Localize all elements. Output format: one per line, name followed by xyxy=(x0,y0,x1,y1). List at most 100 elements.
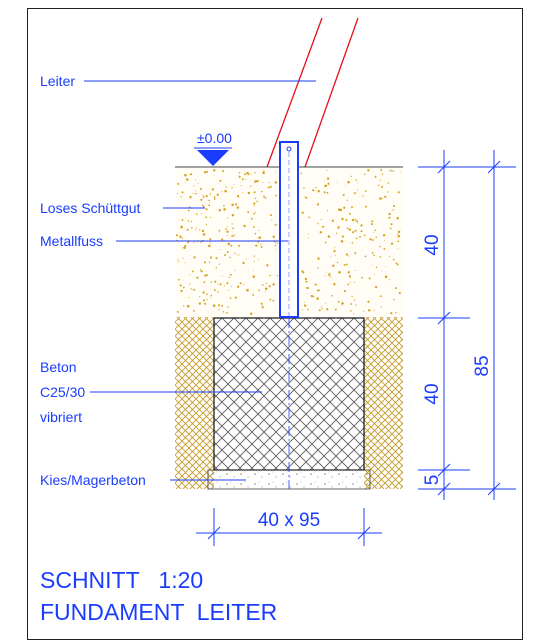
soil-speckle xyxy=(381,270,383,272)
soil-speckle xyxy=(218,309,220,311)
soil-speckle xyxy=(390,223,393,226)
soil-speckle xyxy=(392,205,395,208)
soil-speckle xyxy=(187,241,190,244)
soil-speckle xyxy=(237,255,239,257)
soil-speckle xyxy=(381,197,383,199)
soil-speckle xyxy=(181,191,184,194)
soil-speckle xyxy=(196,276,199,279)
soil-speckle xyxy=(180,195,182,198)
soil-speckle xyxy=(193,241,195,243)
soil-speckle xyxy=(317,223,319,225)
soil-speckle xyxy=(326,177,330,180)
soil-speckle xyxy=(325,302,327,304)
soil-speckle xyxy=(345,263,348,266)
level-marker: ±0.00 xyxy=(194,130,232,166)
soil-speckle xyxy=(210,281,213,283)
soil-speckle xyxy=(262,171,265,175)
soil-speckle xyxy=(200,198,203,201)
soil-speckle xyxy=(232,204,234,206)
soil-speckle xyxy=(176,310,179,313)
soil-speckle xyxy=(275,249,277,251)
soil-speckle xyxy=(253,202,256,205)
soil-speckle xyxy=(177,261,180,263)
soil-speckle xyxy=(265,197,267,199)
soil-speckle xyxy=(315,186,317,189)
gravel-base xyxy=(207,469,371,490)
schuettgut-label: Loses Schüttgut xyxy=(40,200,141,216)
soil-speckle xyxy=(397,233,399,236)
soil-speckle xyxy=(396,263,399,266)
soil-speckle xyxy=(274,244,277,247)
soil-speckle xyxy=(348,275,351,278)
soil-speckle xyxy=(351,218,355,222)
soil-speckle xyxy=(231,235,234,238)
soil-speckle xyxy=(178,278,180,281)
soil-speckle xyxy=(384,275,388,279)
soil-speckle xyxy=(208,204,210,207)
soil-speckle xyxy=(246,288,249,292)
soil-speckle xyxy=(351,242,354,244)
soil-speckle xyxy=(341,302,344,305)
soil-speckle xyxy=(180,289,183,293)
soil-speckle xyxy=(218,263,221,265)
soil-speckle xyxy=(367,169,370,172)
soil-speckle xyxy=(243,224,246,228)
soil-speckle xyxy=(396,216,399,220)
soil-speckle xyxy=(192,288,195,291)
soil-speckle xyxy=(198,302,202,305)
soil-speckle xyxy=(393,298,395,301)
soil-speckle xyxy=(356,222,358,224)
soil-speckle xyxy=(202,299,205,302)
soil-speckle xyxy=(392,170,395,172)
soil-speckle xyxy=(384,195,387,198)
soil-speckle xyxy=(326,308,329,311)
soil-speckle xyxy=(353,192,356,195)
title-line-2: FUNDAMENT LEITER xyxy=(40,599,277,625)
soil-speckle xyxy=(364,173,366,176)
soil-speckle xyxy=(396,236,398,238)
soil-speckle xyxy=(233,233,235,236)
soil-speckle xyxy=(353,281,355,284)
soil-speckle xyxy=(236,195,240,198)
soil-speckle xyxy=(326,192,329,194)
soil-speckle xyxy=(301,211,304,214)
soil-speckle xyxy=(204,261,206,264)
soil-speckle xyxy=(266,264,269,267)
soil-speckle xyxy=(228,276,230,278)
soil-speckle xyxy=(205,223,207,226)
soil-speckle xyxy=(371,264,373,266)
soil-speckle xyxy=(316,289,319,292)
soil-speckle xyxy=(231,223,233,225)
soil-speckle xyxy=(260,243,262,245)
soil-speckle xyxy=(192,192,194,194)
soil-speckle xyxy=(355,220,358,223)
soil-speckle xyxy=(324,180,325,182)
soil-speckle xyxy=(261,306,264,309)
soil-speckle xyxy=(221,304,224,307)
soil-speckle xyxy=(321,307,323,310)
soil-speckle xyxy=(184,173,187,177)
label-leiter: Leiter xyxy=(40,73,316,89)
soil-speckle xyxy=(382,234,386,237)
soil-speckle xyxy=(395,262,398,265)
soil-speckle xyxy=(326,210,329,212)
soil-speckle xyxy=(195,228,197,229)
soil-speckle xyxy=(175,234,179,237)
soil-speckle xyxy=(357,189,359,191)
soil-speckle xyxy=(394,287,397,290)
soil-speckle xyxy=(234,269,236,271)
dimension-vertical xyxy=(418,150,516,500)
soil-speckle xyxy=(186,228,189,231)
soil-speckle xyxy=(375,285,378,289)
soil-speckle xyxy=(304,196,305,198)
soil-speckle xyxy=(252,275,256,278)
soil-speckle xyxy=(347,283,349,286)
soil-speckle xyxy=(392,209,394,211)
soil-speckle xyxy=(320,305,322,307)
metallfuss-label: Metallfuss xyxy=(40,233,103,249)
soil-speckle xyxy=(222,311,225,313)
soil-speckle xyxy=(230,244,233,247)
soil-speckle xyxy=(213,169,216,172)
soil-speckle xyxy=(397,230,401,234)
soil-speckle xyxy=(343,206,346,209)
